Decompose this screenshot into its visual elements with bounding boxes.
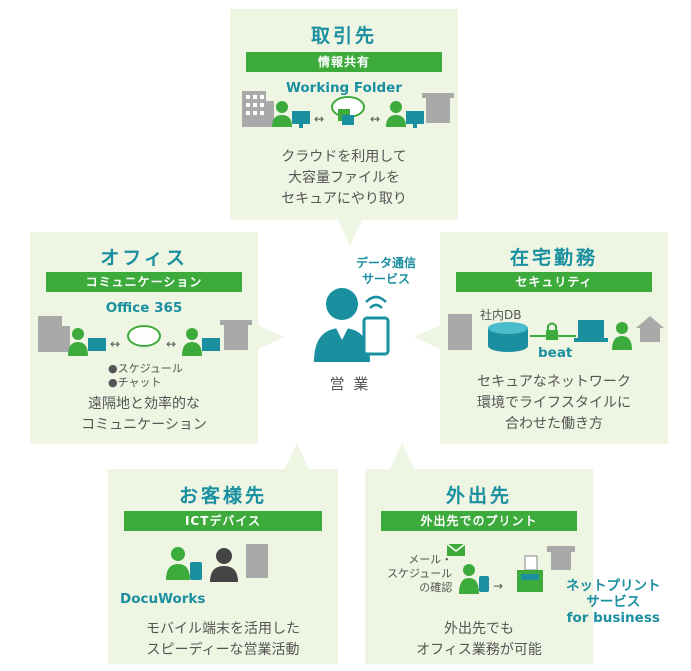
service-name: Working Folder xyxy=(286,80,402,96)
panel-band: ICTデバイス xyxy=(124,511,322,531)
building-icon xyxy=(448,314,472,350)
building-icon xyxy=(422,93,454,123)
laptop-icon xyxy=(574,320,608,342)
person-pc-icon xyxy=(68,328,106,356)
building-icon xyxy=(220,320,252,350)
service-name: DocuWorks xyxy=(120,591,206,607)
building-icon xyxy=(38,316,70,352)
panel-title: お客様先 xyxy=(178,485,267,507)
panel-description: クラウドを利用して 大容量ファイルを セキュアにやり取り xyxy=(281,149,407,207)
gaishutsu-illustration: → xyxy=(446,543,575,594)
building-icon xyxy=(246,544,268,578)
panel-title: 外出先 xyxy=(445,485,512,507)
db-label: 社内DB xyxy=(480,308,522,322)
pointer-zaitaku xyxy=(414,325,440,349)
pointer-torihikisaki xyxy=(338,220,362,246)
svg-text:↔: ↔ xyxy=(166,337,176,351)
torihikisaki-illustration: ↔ ↔ xyxy=(242,91,454,128)
wifi-icon xyxy=(365,295,387,309)
panel-description: モバイル端末を活用した スピーディーな営業活動 xyxy=(146,621,300,658)
center-label: 営 業 xyxy=(329,375,371,393)
person-icon xyxy=(612,322,632,350)
svg-text:↔: ↔ xyxy=(110,337,120,351)
panel-band: 情報共有 xyxy=(246,52,442,72)
house-icon xyxy=(636,316,664,342)
customer-icon xyxy=(210,548,238,582)
panel-description: 外出先でも オフィス業務が可能 xyxy=(416,621,542,658)
service-name: beat xyxy=(538,345,573,361)
data-service-label: データ通信 サービス xyxy=(356,256,417,286)
person-tablet-icon xyxy=(166,547,202,580)
tablet-icon xyxy=(362,316,390,356)
cloud-folder-icon xyxy=(331,96,365,125)
panel-title: 在宅勤務 xyxy=(509,247,598,269)
database-icon xyxy=(488,322,528,352)
mail-note: メール・ スケジュール の確認 xyxy=(387,553,453,594)
okyakusama-illustration xyxy=(166,544,268,582)
netprint-service-name: ネットプリント サービス for business xyxy=(566,578,661,626)
panel-band: 外出先でのプリント xyxy=(381,511,577,531)
office-illustration: ↔ ↔ xyxy=(38,316,252,356)
pointer-okyakusama xyxy=(285,443,309,469)
panel-band: セキュリティ xyxy=(456,272,652,292)
panel-zaitaku: 在宅勤務 セキュリティ 社内DB beat セキュアなネットワーク 環境でライフ… xyxy=(440,232,668,444)
pointer-gaishutsu xyxy=(390,443,414,469)
panel-band: コミュニケーション xyxy=(46,272,242,292)
lock-icon xyxy=(546,322,558,340)
cloud-icon xyxy=(127,325,161,347)
store-icon xyxy=(547,546,575,570)
svg-text:→: → xyxy=(493,579,503,593)
panel-title: オフィス xyxy=(100,247,188,269)
service-name: Office 365 xyxy=(105,300,183,316)
person-phone-icon xyxy=(459,564,489,594)
office-notes: ●スケジュール ●チャット xyxy=(108,362,183,389)
sales-person-icon xyxy=(314,288,370,362)
panel-title: 取引先 xyxy=(310,25,377,47)
zaitaku-illustration xyxy=(448,314,664,352)
svg-text:↔: ↔ xyxy=(314,112,324,126)
person-pc-icon xyxy=(272,101,310,128)
panel-description: 遠隔地と効率的な コミュニケーション xyxy=(81,396,207,433)
svg-text:↔: ↔ xyxy=(370,112,380,126)
panel-description: セキュアなネットワーク 環境でライフスタイルに 合わせた働き方 xyxy=(477,374,631,432)
mail-icon xyxy=(446,543,466,556)
person-pc-icon xyxy=(386,101,424,128)
pointer-office xyxy=(258,325,284,349)
printer-icon xyxy=(517,570,543,592)
sales-person-illustration xyxy=(314,288,390,362)
person-pc-icon xyxy=(182,328,220,356)
panel-gaishutsu: 外出先 外出先でのプリント メール・ スケジュール の確認 外出先でも オフィス… xyxy=(365,469,593,664)
document-icon xyxy=(524,555,538,571)
